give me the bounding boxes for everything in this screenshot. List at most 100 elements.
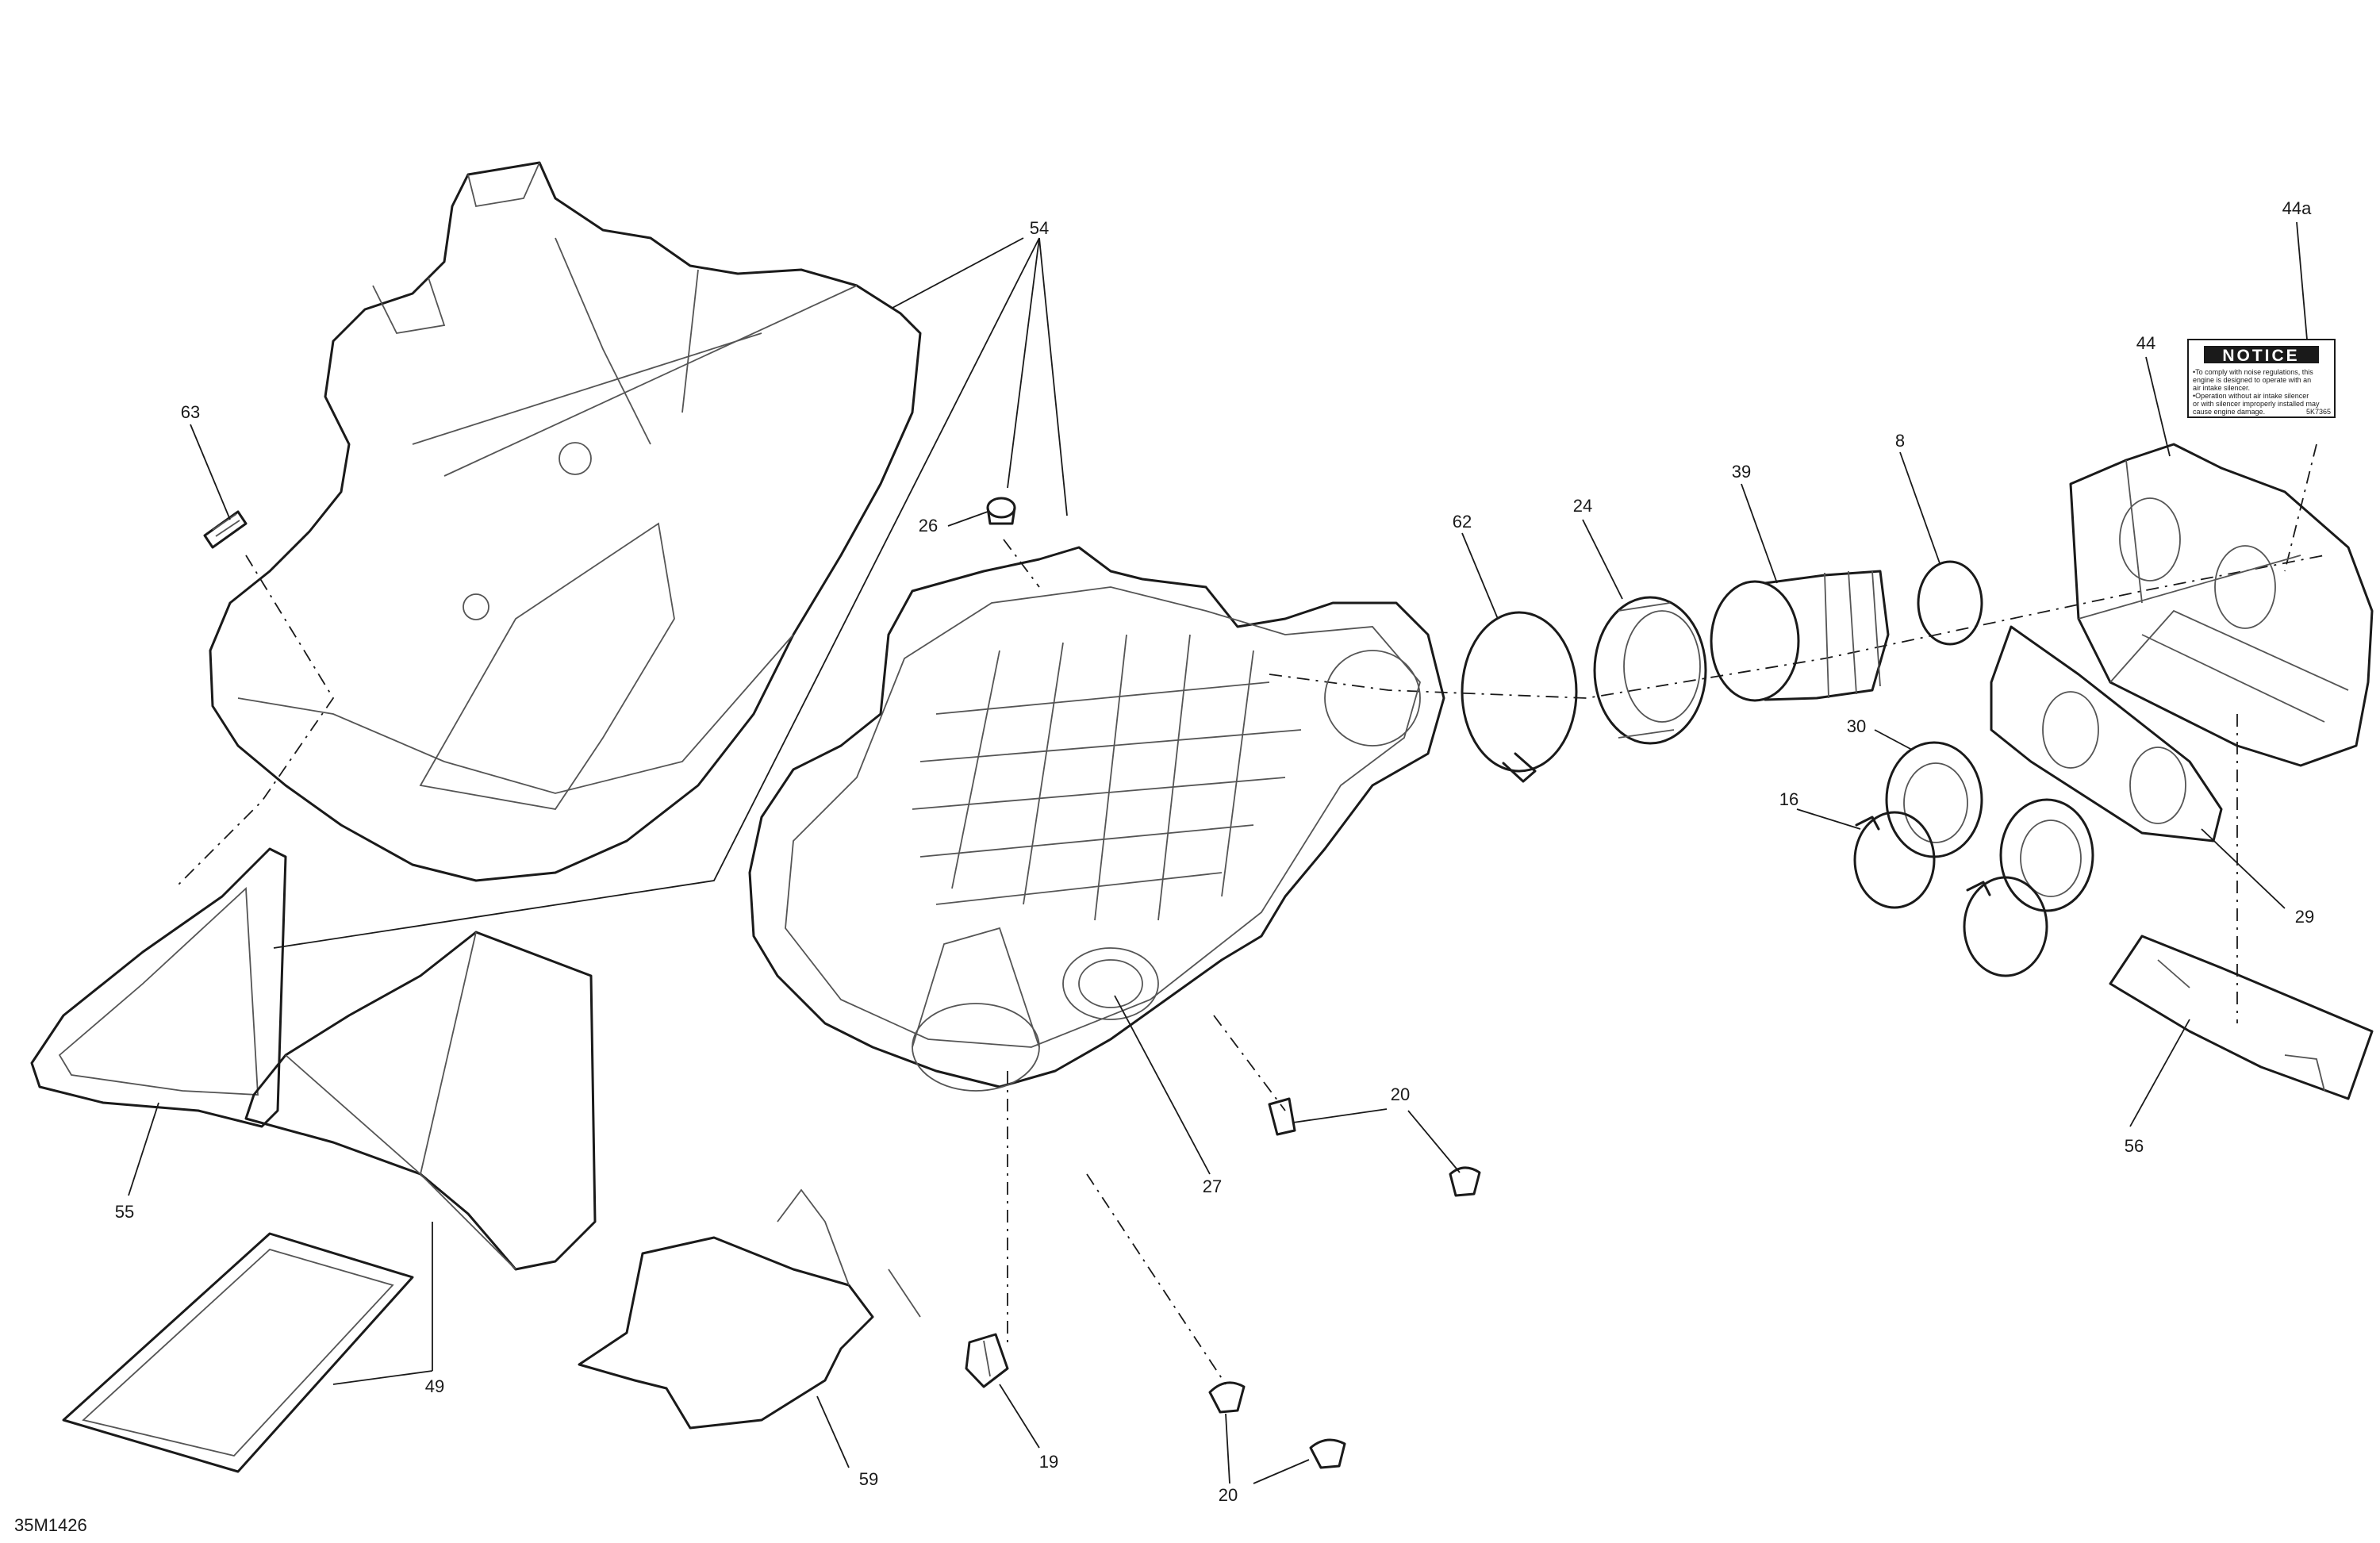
leader-63 [190, 424, 231, 520]
leader-lines [128, 221, 2308, 1484]
plate-29-hole-a [2042, 691, 2099, 769]
adapter-24-body [1618, 602, 1675, 739]
adapter-24-outer [1593, 596, 1707, 745]
centerlines [174, 443, 2325, 1385]
callout-63: 63 [181, 402, 200, 422]
spacer-20-right [1449, 1166, 1481, 1197]
front-assembly: NOTICE •To comply with noise regulations… [1990, 339, 2374, 1100]
upper-housing-lower-wall [237, 634, 794, 794]
callout-19: 19 [1039, 1452, 1058, 1472]
callout-24: 24 [1573, 496, 1592, 516]
upper-housing-clip-wall [372, 162, 540, 334]
upper-housing-boss [463, 593, 489, 620]
notice-line: •To comply with noise regulations, this [2193, 368, 2313, 376]
clamp-16-upper [1853, 811, 1936, 909]
plate-56-outline [2109, 935, 2374, 1100]
silencer-44-panel [2078, 459, 2349, 723]
base-housing-large-port [1324, 650, 1421, 747]
upper-housing-rib [412, 237, 858, 477]
drawing-id: 35M1426 [14, 1515, 87, 1535]
decal-63-text [212, 513, 240, 537]
notice-centerline [2284, 443, 2317, 572]
notice-heading: NOTICE [2222, 347, 2299, 365]
intake-train [1461, 560, 2094, 977]
clamp-62-screw [1502, 752, 1537, 783]
pad-inner [82, 1248, 394, 1457]
leader-49 [332, 1222, 433, 1385]
notice-line: cause engine damage. [2193, 408, 2265, 416]
filter-frame-inner [58, 887, 259, 1096]
leader-30 [1874, 729, 1913, 750]
clamp-16-screw [1855, 816, 1991, 896]
callout-27: 27 [1203, 1176, 1222, 1196]
upper-housing-window [419, 522, 675, 810]
base-housing-outlet-inner [1078, 959, 1143, 1008]
tube-39-ribs [1824, 570, 1881, 699]
callout-20-upper: 20 [1391, 1084, 1410, 1104]
base-housing-grid-b [951, 634, 1254, 921]
silencer-44-port-b [2214, 545, 2276, 629]
upper-silencer-centerline [174, 555, 335, 889]
notice-code: 5K7365 [2306, 408, 2331, 416]
base-housing-outlet-ring [1062, 947, 1159, 1020]
leader-44a [2296, 221, 2308, 340]
boot-30b-inner [2020, 819, 2082, 897]
spacer-20-lower-a [1208, 1381, 1246, 1414]
callout-55: 55 [115, 1202, 134, 1222]
base-housing-grid-a [912, 681, 1302, 905]
clamp-62 [1461, 611, 1578, 773]
adapter-24-inner [1623, 610, 1701, 723]
leader-29 [2201, 828, 2286, 909]
notice-line: engine is designed to operate with an [2193, 376, 2311, 384]
bushing-19 [965, 1333, 1009, 1388]
plate-29-outline [1990, 625, 2223, 843]
leader-20-lower [1225, 1413, 1310, 1484]
callout-8: 8 [1895, 431, 1905, 451]
notice-line: air intake silencer. [2193, 384, 2250, 392]
silencer-44-port-a [2119, 497, 2181, 582]
callout-labels: 44a 44 54 63 26 62 24 39 8 30 16 29 56 5… [14, 198, 2314, 1535]
spacer-20-lower-b [1309, 1438, 1346, 1469]
lower-shield-outline [578, 1236, 874, 1430]
leader-16 [1796, 808, 1861, 830]
callout-56: 56 [2125, 1136, 2144, 1156]
boot-30-inner [1903, 762, 1968, 843]
leader-39 [1741, 483, 1778, 584]
grommet-26-body [986, 506, 1016, 525]
leader-56 [2129, 1019, 2190, 1127]
base-housing-outline [748, 546, 1445, 1088]
leader-24 [1582, 519, 1623, 600]
callout-26: 26 [919, 516, 938, 535]
base-housing-inlet-wall [912, 927, 1040, 1048]
spacer-20-upper [1268, 1097, 1296, 1136]
notice-line: •Operation without air intake silencer [2193, 392, 2309, 400]
base-housing-inlet-tube [912, 1003, 1040, 1092]
notice-line: or with silencer improperly installed ma… [2193, 400, 2320, 408]
callout-39: 39 [1732, 462, 1751, 482]
callout-30: 30 [1847, 716, 1866, 736]
filter-frame [30, 847, 287, 1128]
leader-27 [1114, 995, 1211, 1175]
silencer-44-outline [2069, 443, 2374, 767]
callout-44a: 44a [2282, 198, 2312, 218]
tube-39-mouth [1710, 580, 1800, 702]
leader-26 [947, 511, 988, 527]
callout-49: 49 [425, 1376, 444, 1396]
filter-frame-outline [30, 847, 287, 1128]
leader-62 [1461, 532, 1499, 620]
leader-59 [816, 1395, 850, 1468]
small-parts [203, 497, 1481, 1469]
callout-16: 16 [1779, 789, 1798, 809]
duct-shield-fold [285, 931, 516, 1270]
base-housing [748, 546, 1445, 1092]
spacer-20-centerline [1086, 1015, 1286, 1385]
leader-19 [999, 1384, 1040, 1449]
callout-59: 59 [859, 1469, 878, 1489]
notice-label-heading-bar [2204, 346, 2319, 363]
ring-8 [1917, 560, 1983, 646]
grommet-26 [986, 497, 1016, 519]
callout-54: 54 [1030, 218, 1049, 238]
base-housing-inner-wall [785, 586, 1421, 1048]
pad-outline [62, 1232, 414, 1473]
